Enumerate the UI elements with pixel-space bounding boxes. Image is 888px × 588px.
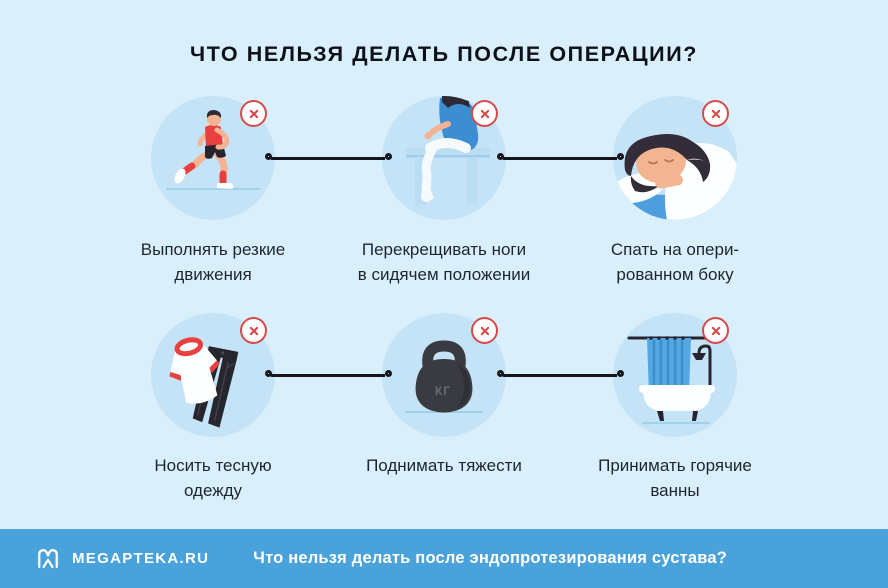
caption-line: рованном боку (616, 264, 734, 284)
connector-line (496, 370, 624, 377)
prohibited-x-icon (702, 100, 729, 127)
connector-line (264, 153, 392, 160)
item-lift-weights: КГ (382, 313, 506, 437)
connector-dot (264, 370, 272, 377)
item-caption: Выполнять резкие движения (93, 238, 333, 287)
item-sleep-on-operated-side (613, 96, 737, 220)
footer-bar: MEGAPTEKA.RU Что нельзя делать после энд… (0, 529, 888, 588)
prohibited-x-icon (471, 100, 498, 127)
megapteka-logo-icon (38, 548, 58, 568)
prohibited-x-icon (240, 100, 267, 127)
item-caption: Носить тесную одежду (93, 454, 333, 503)
item-hot-baths (613, 313, 737, 437)
connector-dot (496, 370, 504, 377)
footer-tagline: Что нельзя делать после эндопротезирован… (253, 549, 728, 567)
caption-line: Принимать горячие (598, 456, 752, 475)
page-title: ЧТО НЕЛЬЗЯ ДЕЛАТЬ ПОСЛЕ ОПЕРАЦИИ? (190, 42, 698, 66)
caption-line: ванны (650, 480, 700, 500)
connector-line (264, 370, 392, 377)
item-caption: Поднимать тяжести (324, 454, 564, 479)
brand: MEGAPTEKA.RU (34, 545, 209, 573)
connector-dot (264, 153, 272, 160)
item-sharp-movements (151, 96, 275, 220)
connector-dot (384, 370, 392, 377)
caption-line: Поднимать тяжести (366, 456, 522, 475)
kettlebell-illustration: КГ (382, 313, 506, 437)
kettlebell-label: КГ (435, 384, 451, 398)
prohibited-x-icon (471, 317, 498, 344)
caption-line: Спать на опери- (610, 240, 740, 259)
item-caption: Спать на опери- рованном боку (555, 238, 795, 287)
item-caption: Принимать горячие ванны (555, 454, 795, 503)
caption-line: в сидячем положении (357, 264, 531, 284)
caption-line: Выполнять резкие (140, 240, 286, 259)
prohibited-x-icon (240, 317, 267, 344)
item-tight-clothes (151, 313, 275, 437)
item-cross-legs (382, 96, 506, 220)
item-caption: Перекрещивать ноги в сидячем положении (324, 238, 564, 287)
connector-dot (384, 153, 392, 160)
caption-line: движения (174, 264, 252, 284)
connector-dot (616, 370, 624, 377)
caption-line: Перекрещивать ноги (361, 240, 527, 259)
connector-line (496, 153, 624, 160)
prohibited-x-icon (702, 317, 729, 344)
connector-dot (496, 153, 504, 160)
connector-dot (616, 153, 624, 160)
caption-line: Носить тесную (154, 456, 272, 475)
brand-name: MEGAPTEKA.RU (72, 550, 210, 567)
caption-line: одежду (183, 480, 243, 500)
